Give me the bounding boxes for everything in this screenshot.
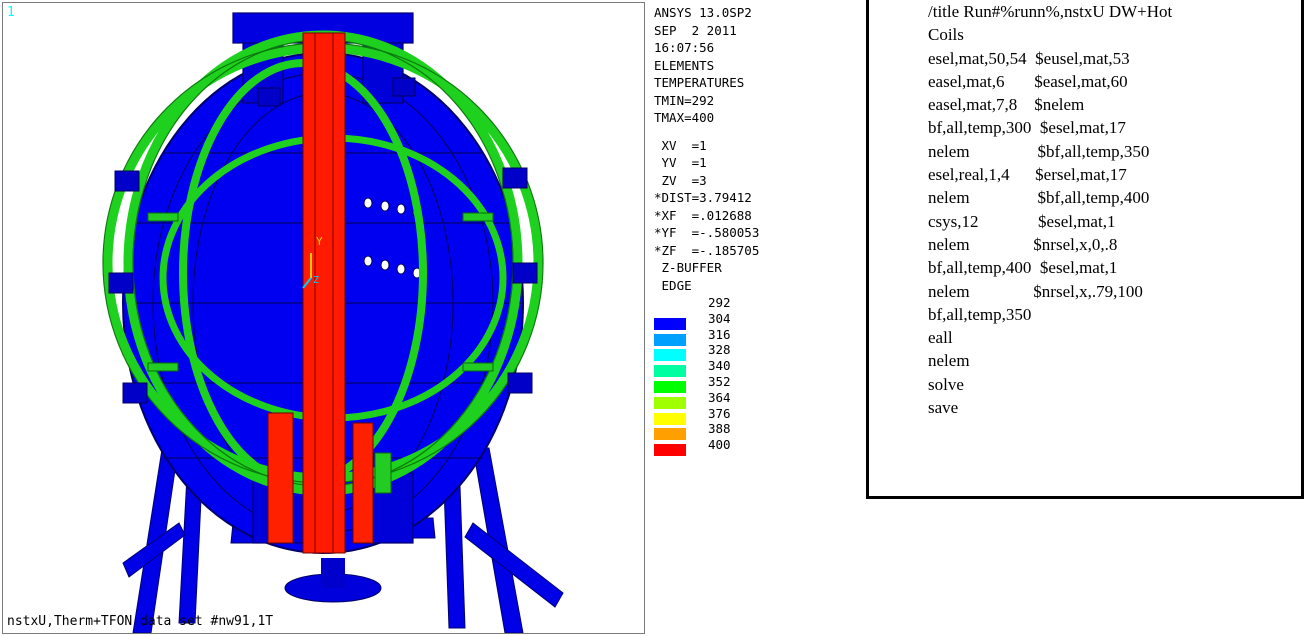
command-line: easel,mat,6 $easel,mat,60 <box>928 71 1128 91</box>
view-param: *DIST=3.79412 <box>654 190 752 205</box>
command-line: nelem $nrsel,x,0,.8 <box>928 234 1118 254</box>
scale-top-label: 292 <box>708 295 731 310</box>
command-line: /title Run#%runn%,nstxU DW+Hot <box>928 2 1173 21</box>
legend-band-row: 304 <box>654 310 854 330</box>
support-legs <box>122 442 564 633</box>
view-param: *YF =-.580053 <box>654 225 760 240</box>
results-legend: ANSYS 13.0SP2 SEP 2 2011 16:07:56 ELEMEN… <box>654 4 854 457</box>
command-line: csys,12 $esel,mat,1 <box>928 211 1116 231</box>
legend-swatch <box>654 412 686 425</box>
legend-band-label: 388 <box>708 421 731 437</box>
coil-brackets <box>108 77 538 404</box>
legend-band-label: 304 <box>708 310 731 326</box>
command-line: esel,real,1,4 $ersel,mat,17 <box>928 165 1127 185</box>
legend-swatch <box>654 365 686 378</box>
legend-band-label: 340 <box>708 358 731 374</box>
legend-swatch <box>654 444 686 457</box>
legend-header-line: ELEMENTS <box>654 57 715 73</box>
legend-swatch <box>654 333 686 346</box>
command-line: eall <box>928 328 953 348</box>
legend-band-label: 352 <box>708 373 731 389</box>
command-line: easel,mat,7,8 $nelem <box>928 95 1085 115</box>
legend-band-label: 328 <box>708 342 731 358</box>
legend-band-row: 316 <box>654 326 854 346</box>
command-line: Coils <box>928 25 964 45</box>
command-line: bf,all,temp,350 <box>928 304 1032 324</box>
view-param: Z-BUFFER <box>654 260 722 275</box>
view-param: *ZF =-.185705 <box>654 242 760 258</box>
legend-header-line: TEMPERATURES <box>654 75 745 90</box>
legend-band-row: 376 <box>654 405 854 425</box>
triad-z-axis <box>302 277 312 289</box>
legend-band-label: 376 <box>708 405 731 421</box>
legend-header: ANSYS 13.0SP2 SEP 2 2011 16:07:56 ELEMEN… <box>654 4 854 127</box>
legend-swatch <box>654 380 686 393</box>
command-line: nelem <box>928 351 970 371</box>
legend-band-row: 400 <box>654 437 854 457</box>
command-line: bf,all,temp,400 $esel,mat,1 <box>928 258 1118 278</box>
view-parameters: XV =1 YV =1 ZV =3 *DIST=3.79412 *XF =.01… <box>654 137 854 295</box>
legend-swatch <box>654 396 686 409</box>
view-param: EDGE <box>654 277 692 293</box>
command-line: solve <box>928 374 964 394</box>
view-param: YV =1 <box>654 155 707 170</box>
legend-header-line: TMIN=292 <box>654 92 715 108</box>
lower-red-pipe-right <box>352 422 374 544</box>
legend-swatch <box>654 317 686 330</box>
tokamak-model-render <box>102 12 564 633</box>
legend-band-row: 352 <box>654 373 854 393</box>
view-param: ZV =3 <box>654 172 707 188</box>
legend-band-row: 328 <box>654 342 854 362</box>
command-line: nelem $bf,all,temp,350 <box>928 141 1150 161</box>
window-number: 1 <box>7 5 15 20</box>
legend-band-label: 316 <box>708 326 731 342</box>
base-stem <box>321 558 345 588</box>
legend-swatch <box>654 428 686 441</box>
center-stack-lines <box>314 33 334 553</box>
legend-header-line: 16:07:56 <box>654 40 715 55</box>
command-line: bf,all,temp,300 $esel,mat,17 <box>928 118 1126 138</box>
view-param: XV =1 <box>654 137 707 153</box>
lower-red-pipe-left <box>267 412 294 544</box>
plot-caption: nstxU,Therm+TFON data set #nw91,1T <box>7 614 274 629</box>
legend-header-line: TMAX=400 <box>654 110 715 125</box>
triad-z-label: Z <box>313 275 320 286</box>
legend-band-label: 364 <box>708 389 731 405</box>
legend-swatch <box>654 349 686 362</box>
command-line: esel,mat,50,54 $eusel,mat,53 <box>928 48 1130 68</box>
vessel-ports <box>363 197 422 279</box>
legend-header-line: SEP 2 2011 <box>654 22 737 38</box>
legend-band-label: 400 <box>708 437 731 453</box>
graphics-viewport[interactable]: 1 Y Z nstxU,Therm+TFON data set #nw91,1T <box>2 2 645 634</box>
legend-header-line: ANSYS 13.0SP2 <box>654 5 752 20</box>
legend-band-row: 364 <box>654 389 854 409</box>
command-line: nelem $bf,all,temp,400 <box>928 188 1150 208</box>
legend-band-row: 340 <box>654 358 854 378</box>
view-param: *XF =.012688 <box>654 207 752 223</box>
command-line: nelem $nrsel,x,.79,100 <box>928 281 1143 301</box>
command-line: save <box>928 398 959 418</box>
center-stack <box>302 32 346 554</box>
pf-coils <box>147 212 494 494</box>
scale-top-row: 292 <box>654 295 854 311</box>
triad-y-label: Y <box>316 235 323 248</box>
legend-band-row: 388 <box>654 421 854 441</box>
